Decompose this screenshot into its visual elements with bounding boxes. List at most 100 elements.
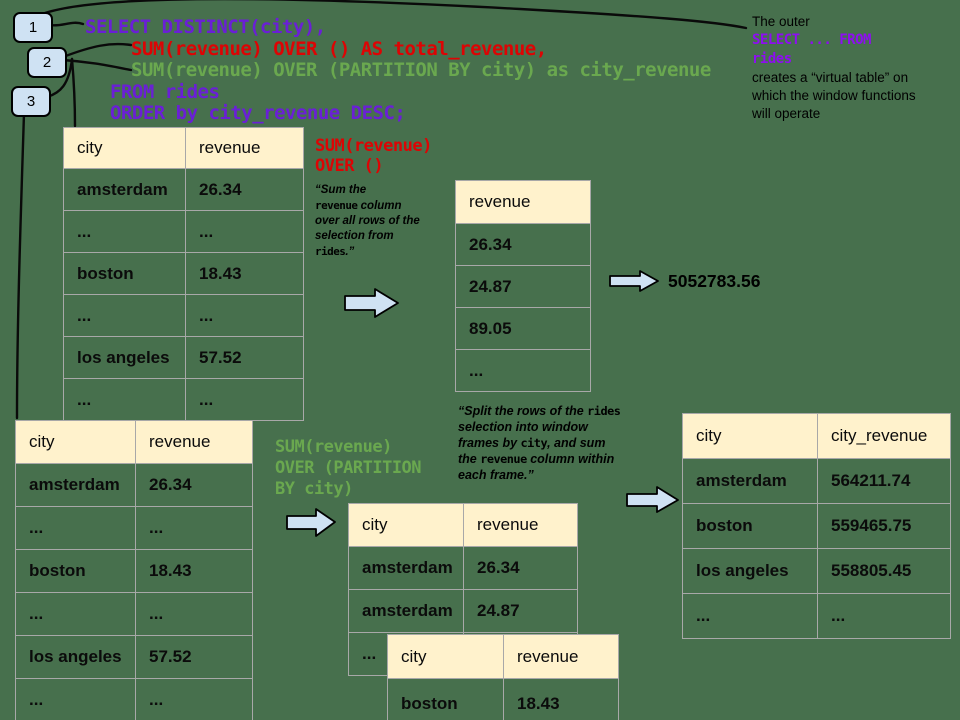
table-cell: ... [63, 378, 186, 421]
table-cell: 26.34 [185, 168, 304, 211]
column-header: city [387, 634, 504, 679]
table-cell: 24.87 [455, 265, 591, 308]
table-cell: 57.52 [185, 336, 304, 379]
quote-line: selection into window [458, 419, 620, 435]
quote-text: “Split the rows of the [458, 404, 588, 418]
total-window-fn-label: SUM(revenue) OVER () [315, 136, 432, 176]
quote-line: the revenue column within [458, 451, 620, 467]
note-intro: The outer [752, 14, 810, 29]
column-header: revenue [463, 503, 578, 547]
arrow-to-total-value-icon [609, 270, 659, 292]
quote-text: column [357, 200, 402, 212]
partition-fn-line2: OVER (PARTITION [275, 458, 422, 478]
table-row: 24.87 [455, 265, 591, 308]
connector-box3-to-bottom-table [15, 111, 26, 420]
table-cell: 18.43 [185, 252, 304, 295]
quote-line: selection from [315, 229, 420, 244]
arrow-to-revenue-table-icon [344, 288, 399, 318]
table-cell: 89.05 [455, 307, 591, 350]
table-cell: ... [185, 378, 304, 421]
virtual-table-note: The outer SELECT ... FROM rides creates … [752, 13, 944, 123]
table-row: ...... [63, 210, 304, 253]
table-cell: ... [455, 349, 591, 392]
quote-text: “Sum the [315, 184, 367, 196]
table-row: ...... [682, 593, 951, 639]
column-header: city [682, 413, 818, 459]
quote-code-term: city [520, 436, 548, 450]
quote-text: column within [526, 452, 615, 466]
table-row: 26.34 [455, 223, 591, 266]
table-cell: ... [135, 506, 253, 550]
table-row: ...... [15, 506, 253, 550]
quote-text: selection into window [458, 420, 588, 434]
partition-fn-line3: BY city) [275, 479, 353, 499]
quote-line: revenue column [315, 198, 420, 214]
table-cell: amsterdam [15, 463, 136, 507]
table-cell: los angeles [63, 336, 186, 379]
quote-text: over all rows of the [315, 215, 420, 227]
table-cell: boston [387, 678, 504, 720]
sql-line-select: SELECT DISTINCT(city), [85, 16, 326, 38]
table-cell: los angeles [682, 548, 818, 594]
table-cell: ... [682, 593, 818, 639]
callout-2-label: 2 [42, 54, 52, 71]
column-header: city [348, 503, 464, 547]
total-fn-line2: OVER () [315, 156, 384, 176]
table-row: ...... [15, 678, 253, 720]
partition-fn-line1: SUM(revenue) [275, 437, 392, 457]
table-cell: boston [682, 503, 818, 549]
table-cell: 26.34 [463, 546, 578, 590]
callout-3-label: 3 [26, 93, 36, 110]
table-cell: 26.34 [135, 463, 253, 507]
table-cell: ... [15, 506, 136, 550]
table-cell: ... [185, 210, 304, 253]
connector-box2-to-line2 [61, 42, 133, 59]
column-header: revenue [135, 420, 253, 464]
table-cell: ... [15, 678, 136, 720]
arrow-to-result-table-icon [626, 486, 679, 513]
table-cell: 558805.45 [817, 548, 951, 594]
table-cell: boston [15, 549, 136, 593]
table-row: ... [455, 349, 591, 392]
note-code-line1: SELECT ... FROM [752, 32, 871, 48]
callout-box-2: 2 [27, 47, 67, 78]
table-cell: boston [63, 252, 186, 295]
table-cell: ... [135, 592, 253, 636]
table-cell: ... [63, 294, 186, 337]
sql-line-sum-over: SUM(revenue) OVER () AS total_revenue, [131, 38, 547, 60]
table-cell: 564211.74 [817, 458, 951, 504]
table-row: ...... [15, 592, 253, 636]
column-header: revenue [185, 127, 304, 169]
quote-line: over all rows of the [315, 214, 420, 229]
table-row: ...... [63, 294, 304, 337]
connector-box1-to-line1 [48, 21, 85, 27]
sql-line-from: FROM rides [110, 81, 220, 103]
total-fn-line1: SUM(revenue) [315, 136, 432, 156]
connector-box2-to-line3 [61, 58, 133, 72]
quote-text: frames by [458, 436, 521, 450]
quote-line: rides.” [315, 244, 420, 260]
note-code-line2: rides [752, 51, 792, 67]
callout-1-label: 1 [28, 19, 38, 36]
partition-window-fn-label: SUM(revenue) OVER (PARTITION BY city) [275, 437, 422, 500]
table-cell: ... [817, 593, 951, 639]
table-row: 89.05 [455, 307, 591, 350]
quote-line: each frame.” [458, 467, 620, 483]
